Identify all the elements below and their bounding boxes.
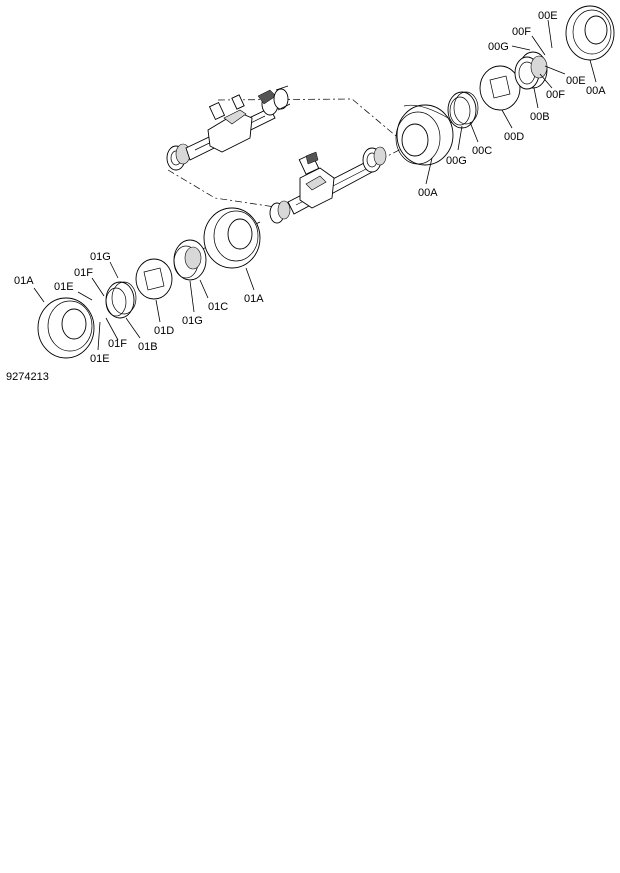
ring-00c bbox=[447, 91, 479, 129]
label-00d: 00D bbox=[504, 131, 524, 143]
label-00e-1: 00E bbox=[566, 75, 586, 87]
rear-axle-assembly bbox=[269, 146, 387, 224]
label-00a-outer: 00A bbox=[586, 85, 606, 97]
tire-00a-inner bbox=[395, 104, 454, 166]
tire-01a-outer bbox=[37, 297, 95, 359]
label-00f-1: 00F bbox=[546, 89, 565, 101]
tire-00a-outer bbox=[565, 5, 615, 61]
callout-labels: 00A 00G 00C 00D 00B 00F 00E 00A 00G 00F … bbox=[14, 10, 606, 365]
label-01e-1: 01E bbox=[54, 281, 74, 293]
label-01a-inner: 01A bbox=[244, 293, 264, 305]
rear-wheel-stack bbox=[37, 207, 261, 359]
front-wheel-stack bbox=[395, 5, 615, 166]
rim-01c bbox=[173, 239, 207, 281]
front-axle-assembly bbox=[166, 85, 291, 171]
rim-00b bbox=[514, 51, 548, 90]
label-01g-1: 01G bbox=[90, 251, 111, 263]
ring-01b bbox=[105, 281, 137, 319]
label-00a-inner: 00A bbox=[418, 187, 438, 199]
label-00e-2: 00E bbox=[538, 10, 558, 22]
label-01a-outer: 01A bbox=[14, 275, 34, 287]
label-00f-2: 00F bbox=[512, 26, 531, 38]
spacer-00d bbox=[479, 65, 521, 111]
label-00g-2: 00G bbox=[488, 41, 509, 53]
label-00c: 00C bbox=[472, 145, 492, 157]
tire-01a-inner bbox=[203, 207, 261, 269]
label-00g-1: 00G bbox=[446, 155, 467, 167]
leader-lines bbox=[33, 19, 597, 351]
spacer-01d bbox=[135, 258, 173, 300]
label-01d: 01D bbox=[154, 325, 174, 337]
label-01g-2: 01G bbox=[182, 315, 203, 327]
label-01e-2: 01E bbox=[90, 353, 110, 365]
label-01f-2: 01F bbox=[108, 338, 127, 350]
label-01b: 01B bbox=[138, 341, 158, 353]
label-01f-1: 01F bbox=[74, 267, 93, 279]
label-00b: 00B bbox=[530, 111, 550, 123]
figure-number: 9274213 bbox=[6, 371, 49, 383]
label-01c: 01C bbox=[208, 301, 228, 313]
